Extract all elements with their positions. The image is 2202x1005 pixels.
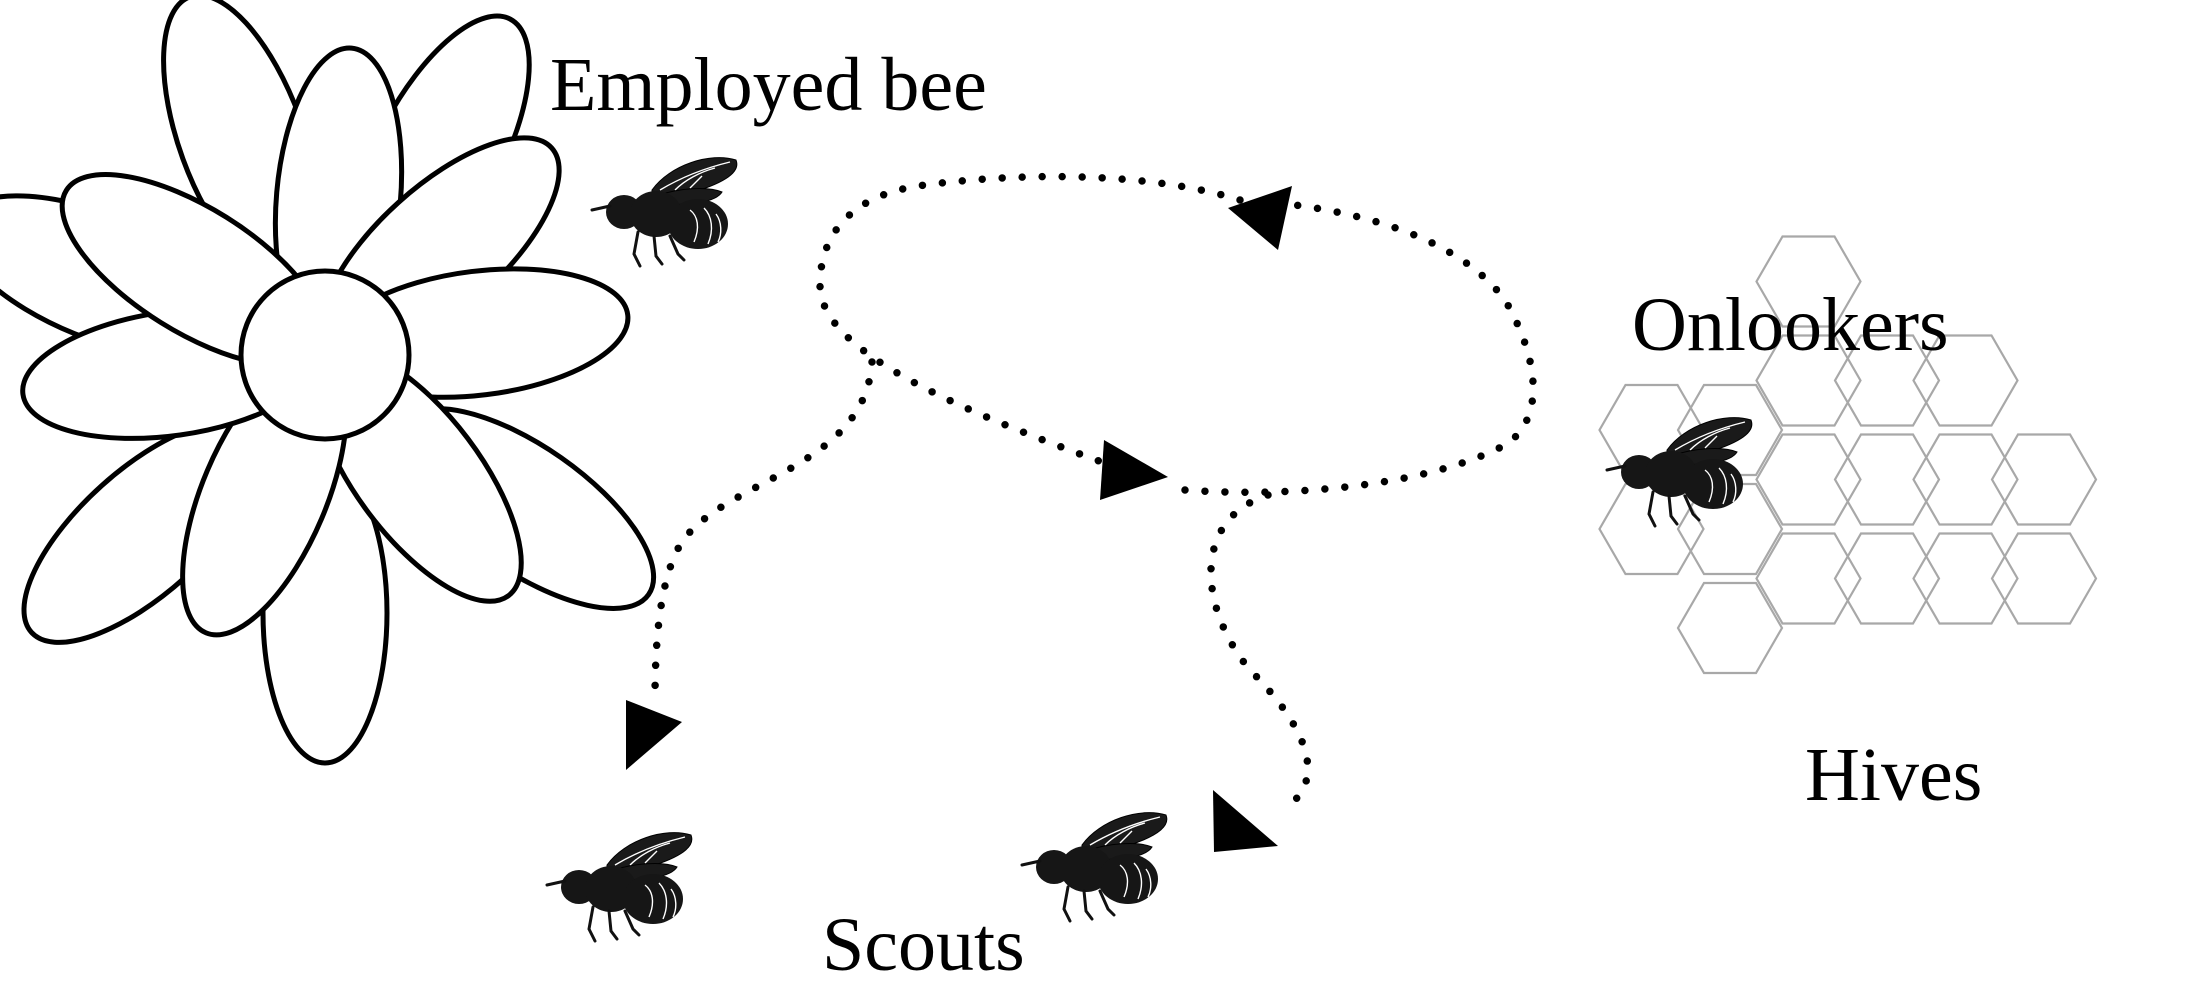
flower-center: [238, 268, 412, 442]
path-to-scout-left: [651, 358, 876, 704]
flower-icon: [0, 0, 657, 766]
arrowhead-scout-right: [1213, 790, 1278, 852]
hive-cell: [1755, 235, 1862, 328]
bee-icon-employed: [590, 156, 739, 268]
arrowhead-loop-top: [1228, 186, 1292, 250]
arrowheads: [626, 186, 1292, 852]
hive-cell: [1912, 334, 2019, 427]
hive-cell: [1912, 532, 2019, 625]
label-hives: Hives: [1805, 733, 1982, 817]
label-employed-bee: Employed bee: [550, 43, 987, 127]
hive-cell: [1755, 334, 1862, 427]
bee-icon-scout-right: [1020, 811, 1169, 923]
hive-cell: [1833, 334, 1941, 427]
hive-cell: [1676, 482, 1784, 576]
label-scouts: Scouts: [822, 903, 1025, 987]
hive-cell: [1833, 433, 1941, 526]
bee-icon-scout-left: [545, 831, 694, 943]
label-onlookers: Onlookers: [1632, 283, 1949, 367]
arrowhead-loop-middle: [1100, 440, 1168, 500]
arrowhead-scout-left: [626, 700, 682, 770]
loop-path: [816, 172, 1244, 469]
hive-cell: [1676, 581, 1784, 675]
path-to-scout-right: [1207, 491, 1312, 804]
hive-cell: [1912, 433, 2019, 526]
loop-path-return: [1181, 201, 1537, 496]
bee-flight-paths: [651, 172, 1537, 804]
hive-cell: [1990, 532, 2098, 625]
hive-cell: [1990, 433, 2098, 526]
hive-cell: [1755, 433, 1862, 526]
hive-cell: [1833, 532, 1941, 625]
hive-cell: [1755, 532, 1862, 625]
hive-cell: [1676, 383, 1784, 477]
